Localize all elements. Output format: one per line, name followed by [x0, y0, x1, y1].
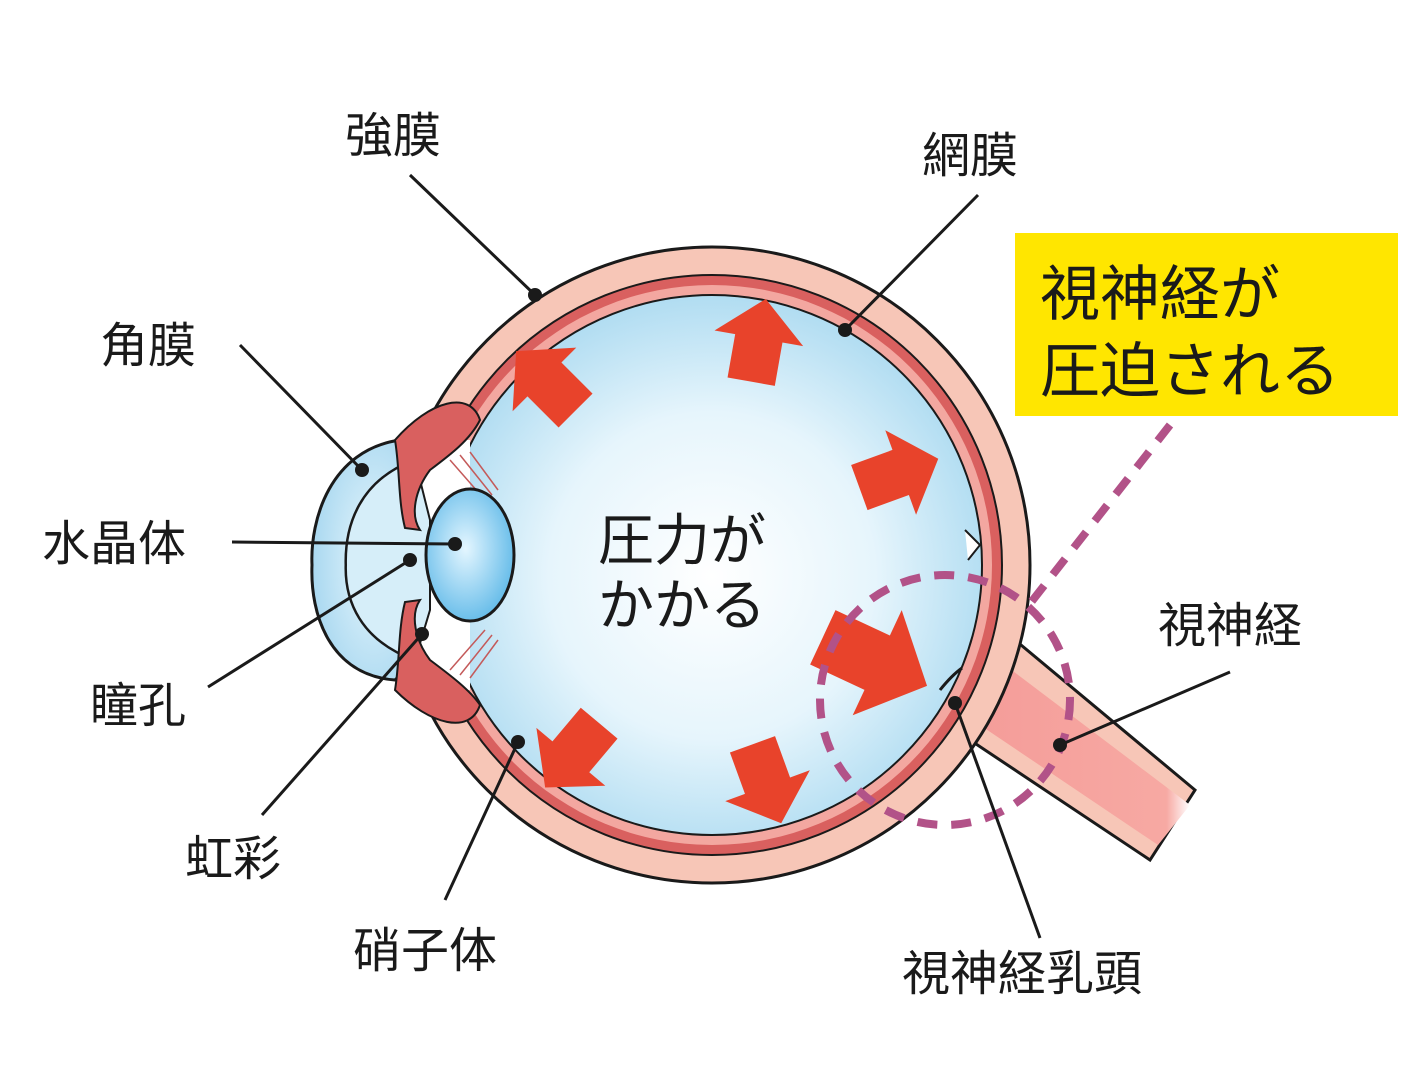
leader-dots	[355, 288, 1067, 752]
pressure-arrow	[714, 298, 804, 386]
iris-lower	[393, 598, 482, 724]
center-text-line1: 圧力が	[598, 509, 766, 574]
callout-text-line2: 圧迫される	[1040, 337, 1340, 407]
label-cornea: 角膜	[100, 318, 196, 374]
label-pupil: 瞳孔	[90, 678, 186, 734]
center-text-line2: かかる	[598, 574, 766, 639]
label-lens: 水晶体	[42, 516, 186, 572]
lens-shape	[424, 487, 516, 623]
label-optic-nerve: 視神経	[1158, 598, 1302, 654]
callout-box	[1015, 233, 1398, 416]
callout-text-line1: 視神経が	[1040, 260, 1280, 330]
iris-upper	[393, 401, 482, 532]
label-retina: 網膜	[922, 128, 1018, 184]
label-sclera: 強膜	[345, 108, 441, 164]
pressure-arrow	[851, 430, 939, 515]
label-vitreous: 硝子体	[353, 923, 497, 979]
leader-lines	[207, 173, 1231, 939]
label-optic-disc: 視神経乳頭	[902, 946, 1142, 1002]
compression-highlight-circle	[816, 571, 1074, 829]
pressure-arrow	[512, 347, 593, 428]
optic-disc-shape	[938, 666, 963, 691]
label-iris: 虹彩	[185, 831, 281, 887]
retina-notch	[964, 529, 982, 561]
pressure-arrow	[536, 707, 618, 788]
callout-dashed-pointer	[1021, 422, 1174, 613]
pressure-arrow	[725, 736, 810, 824]
